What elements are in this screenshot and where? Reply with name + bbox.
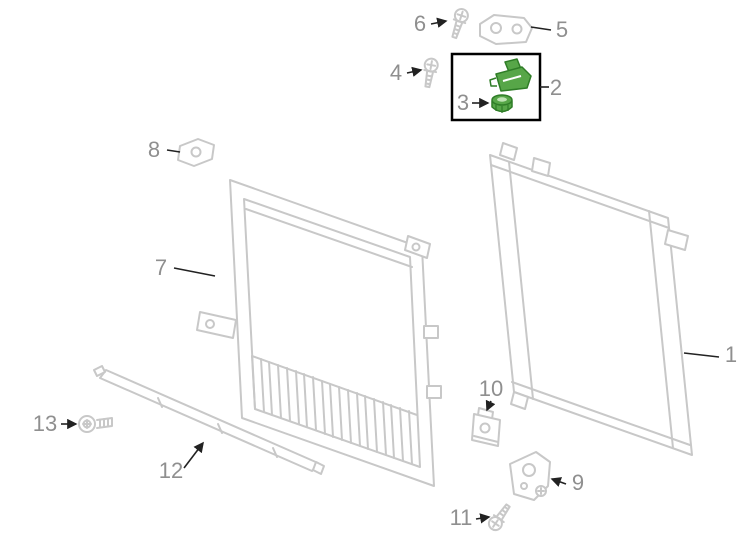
callout-5[interactable]: 5 [556, 17, 568, 42]
callout-3[interactable]: 3 [457, 90, 469, 115]
leader-lines [61, 17, 720, 524]
callout-labels: 1 2 3 4 5 6 7 8 9 10 11 12 13 [33, 11, 737, 530]
part-1-radiator[interactable] [489, 142, 693, 456]
fin-hatching [251, 355, 413, 465]
part-5-bracket[interactable] [479, 14, 533, 45]
callout-11[interactable]: 11 [450, 505, 473, 530]
callout-1[interactable]: 1 [725, 342, 737, 367]
leader-1 [683, 352, 720, 358]
callout-9[interactable]: 9 [572, 470, 584, 495]
leader-7 [173, 267, 216, 277]
leader-9 [550, 477, 567, 487]
leader-10 [485, 399, 496, 412]
part-3-grommet[interactable] [491, 94, 513, 113]
part-12-deflector[interactable] [93, 365, 325, 475]
leader-12 [183, 441, 204, 469]
part-2-clip[interactable] [489, 58, 532, 92]
leader-6 [430, 17, 448, 28]
part-13-bolt[interactable] [78, 415, 113, 433]
callout-12[interactable]: 12 [159, 458, 183, 483]
callout-13[interactable]: 13 [33, 411, 57, 436]
callout-7[interactable]: 7 [155, 255, 167, 280]
part-11-screw[interactable] [486, 502, 513, 533]
part-10-bracket[interactable] [471, 407, 501, 447]
callout-4[interactable]: 4 [390, 60, 402, 85]
leader-4 [406, 66, 423, 77]
callout-2[interactable]: 2 [550, 75, 562, 100]
gray-line-art [78, 7, 693, 533]
leader-8 [166, 149, 181, 153]
callout-10[interactable]: 10 [479, 376, 503, 401]
part-4-screw[interactable] [421, 57, 439, 89]
callout-8[interactable]: 8 [148, 137, 160, 162]
part-7-shroud[interactable] [196, 179, 442, 487]
part-6-screw[interactable] [448, 7, 469, 40]
callout-6[interactable]: 6 [414, 11, 426, 36]
leader-5 [530, 26, 552, 31]
leader-11 [475, 513, 491, 524]
highlighted-parts [489, 58, 532, 113]
part-8-bracket[interactable] [177, 138, 215, 167]
part-9-bracket[interactable] [509, 451, 551, 501]
